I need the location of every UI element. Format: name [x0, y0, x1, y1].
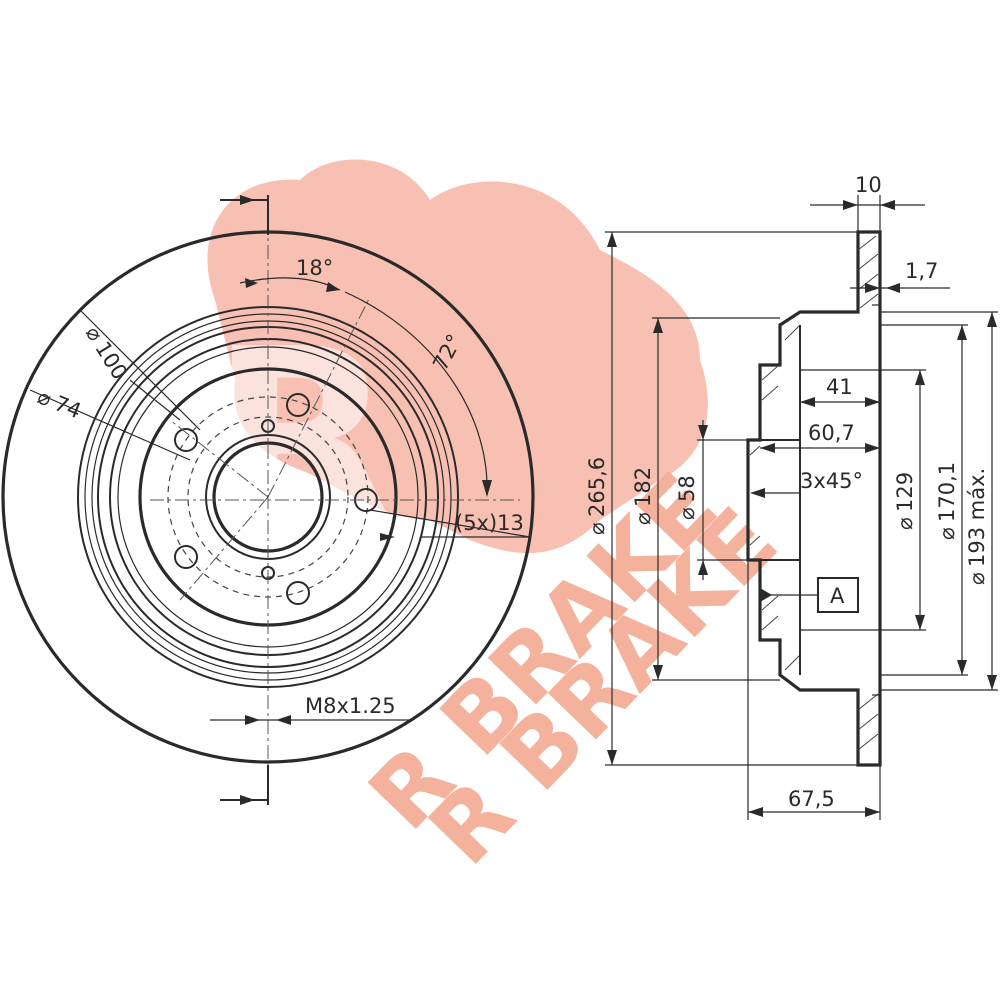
chamfer-arrow [750, 488, 765, 498]
hat-depth-arrow-left [800, 397, 815, 407]
min-thickness-arrow-left [865, 283, 880, 293]
pcd-74-label-group: ⌀ 74 [34, 384, 84, 423]
pcd-74-label: 74 [51, 391, 85, 423]
diameter-outer-symbol: ⌀ [585, 522, 609, 535]
bolt-hole-5 [174, 428, 198, 452]
pcd-100-label: 100 [90, 337, 132, 384]
min-thickness-label: 1,7 [905, 259, 938, 283]
diameter-bore-label: 58 [675, 475, 699, 502]
diameter-outer-label-group: ⌀ 265,6 [585, 457, 609, 535]
overall-height-arrow-left [748, 807, 763, 817]
diameter-inner2-arrow-bottom [957, 660, 967, 675]
thread-arrow-left [245, 715, 260, 725]
diameter-outer-arrow-top [607, 232, 617, 247]
diameter-max-arrow-bottom [987, 675, 997, 690]
diameter-inner2-symbol: ⌀ [935, 527, 959, 540]
overall-height-arrow-right [865, 807, 880, 817]
diameter-inner2-label: 170,1 [935, 462, 959, 522]
diameter-hub-arrow-bottom [653, 665, 663, 680]
thread-arrow-right [276, 715, 291, 725]
diameter-outer-arrow-bottom [607, 750, 617, 765]
hat-depth-arrow-right [865, 397, 880, 407]
diameter-max-symbol: ⌀ [965, 572, 989, 585]
section-arrow-top [240, 195, 255, 205]
diameter-bore-arrow-top [698, 425, 708, 440]
center-line-diag-3 [179, 496, 269, 601]
brand-logo-shape [207, 159, 708, 554]
diameter-hub-symbol: ⌀ [631, 512, 655, 525]
thickness-arrow-left [843, 200, 858, 210]
diameter-inner1-symbol: ⌀ [893, 517, 917, 530]
holes-leader [369, 509, 531, 538]
section-hatch [749, 235, 879, 751]
holes-label: (5x)13 [455, 511, 524, 535]
diameter-inner1-label: 129 [893, 472, 917, 512]
angle-arc-72-arrow [482, 480, 492, 497]
diameter-inner1-arrow-bottom [915, 615, 925, 630]
depth-2-arrow-left [760, 443, 775, 453]
angle-leader-72 [129, 379, 181, 421]
angle-arc-18-arrow-right [326, 282, 340, 292]
chamfer-label: 3x45° [800, 469, 863, 493]
diameter-inner2-label-group: ⌀ 170,1 [935, 462, 959, 540]
diameter-hub-label-group: ⌀ 182 [631, 467, 655, 525]
diameter-max-label-group: ⌀ 193 máx. [965, 468, 989, 585]
datum-triangle [760, 588, 772, 602]
pcd-74-leader [29, 389, 191, 461]
diameter-outer-label: 265,6 [585, 457, 609, 517]
bolt-hole-3 [286, 581, 310, 605]
pcd-100-leader [79, 309, 201, 431]
depth-2-arrow-right [865, 443, 880, 453]
diameter-hub-arrow-top [653, 318, 663, 333]
holes-leader-arrow [380, 533, 395, 541]
angle-arc-18-arrow-left [245, 278, 258, 288]
section-view: 10 1,7 41 60,7 3x45° 67,5 A [585, 173, 998, 820]
diameter-bore-symbol: ⌀ [675, 507, 699, 520]
diameter-bore-label-group: ⌀ 58 [675, 475, 699, 520]
center-line-diag-2 [169, 419, 269, 498]
diameter-inner1-label-group: ⌀ 129 [893, 472, 917, 530]
hat-depth-label: 41 [826, 375, 853, 399]
section-arrow-bottom [240, 795, 255, 805]
thickness-label: 10 [855, 173, 882, 197]
center-line-diag-1 [267, 296, 371, 498]
depth-2-label: 60,7 [808, 421, 855, 445]
diameter-max-arrow-top [987, 312, 997, 327]
diameter-inner2-arrow-top [957, 325, 967, 340]
pcd-74-symbol: ⌀ [34, 384, 55, 411]
brand-logo-letter-r: R [210, 297, 395, 577]
pcd-100-label-group: ⌀ 100 [81, 322, 132, 384]
bolt-hole-1 [286, 393, 310, 417]
bolt-hole-4 [174, 545, 198, 569]
diameter-bore-arrow-bottom [698, 560, 708, 575]
angle-18-label: 18° [296, 256, 333, 280]
angle-arc-72 [344, 291, 488, 496]
overall-height-label: 67,5 [788, 787, 835, 811]
diameter-max-label: 193 máx. [965, 468, 989, 567]
thickness-arrow-right [880, 200, 895, 210]
diameter-hub-label: 182 [631, 467, 655, 507]
datum-label: A [830, 584, 845, 608]
brand-watermark: R R BRAKE R BRAKE [207, 159, 798, 885]
min-thickness-arrow-right [886, 283, 900, 293]
diameter-inner1-arrow-top [915, 370, 925, 385]
thread-label: M8x1.25 [305, 694, 396, 718]
